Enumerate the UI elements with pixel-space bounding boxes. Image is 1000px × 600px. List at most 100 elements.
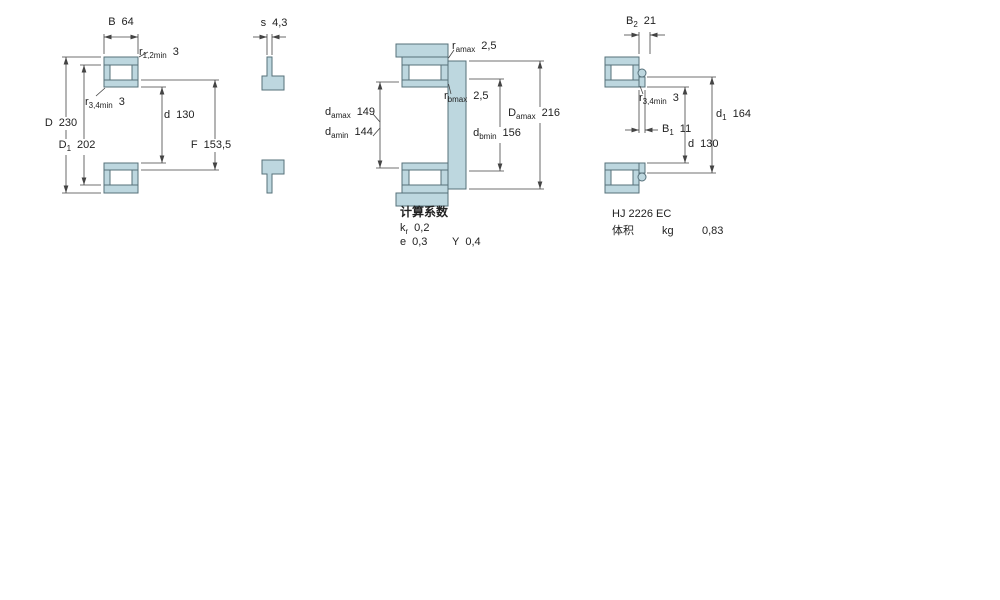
- leader-rbmax: [448, 83, 452, 95]
- mass-value: 0,83: [702, 225, 724, 237]
- housing-shoulder-top: [395, 43, 449, 58]
- roller-top: [109, 64, 133, 81]
- outer-ring-flange: [401, 169, 410, 186]
- dim-subscript: bmax: [447, 95, 468, 105]
- dim-symbol: d: [716, 108, 723, 120]
- hj-ring-flange-top: [638, 76, 646, 88]
- dim-value: 149: [356, 106, 376, 118]
- dim-value: 216: [541, 107, 560, 119]
- dimension-lines: [253, 34, 286, 55]
- dim-subscript: 1: [66, 144, 72, 154]
- dim-value: 3: [672, 92, 679, 104]
- outer-ring-flange: [131, 64, 139, 81]
- outer-ring-flange: [131, 169, 139, 186]
- roller-bottom: [109, 169, 133, 186]
- dim-value: 144: [354, 126, 373, 138]
- inner-ring-bottom: [604, 162, 640, 171]
- dim-label-d-hj: d 130: [688, 138, 718, 151]
- dim-symbol: d: [164, 109, 171, 121]
- dim-value: 153,5: [203, 139, 232, 151]
- mass-unit: kg: [662, 225, 674, 237]
- dim-label-D: D 230: [42, 117, 80, 130]
- dim-symbol: D: [44, 117, 53, 129]
- dim-subscript: amin: [331, 131, 349, 141]
- inner-ring-bottom: [103, 162, 139, 171]
- hj-ring-lip-bottom: [637, 172, 647, 182]
- dim-symbol: r: [639, 92, 643, 104]
- dim-subscript: 1: [669, 128, 674, 138]
- dim-value: 164: [732, 108, 751, 120]
- leader-r34: [95, 87, 106, 97]
- drawing-main-bearing-section: [62, 34, 219, 194]
- dim-subscript: 3,4min: [88, 101, 113, 111]
- angle-ring-bottom: [261, 159, 285, 194]
- factor-symbol: k: [400, 222, 406, 234]
- shaft-abutment-ring: [447, 60, 467, 190]
- dim-symbol: r: [452, 40, 456, 52]
- factor-value: 0,4: [465, 236, 481, 248]
- dim-value: 21: [643, 15, 657, 27]
- dim-label-Damax: Damax 216: [506, 107, 562, 124]
- mass-label: 体积: [612, 225, 634, 237]
- dim-symbol: B: [625, 15, 634, 27]
- dim-symbol: d: [473, 127, 480, 139]
- abutment-geometry: [395, 43, 467, 207]
- dim-value: 202: [77, 139, 96, 151]
- dim-symbol: r: [85, 96, 89, 108]
- leader-ramax: [448, 49, 455, 59]
- dim-value: 156: [502, 127, 521, 139]
- factor-subscript: r: [405, 227, 409, 237]
- dim-subscript: bmin: [479, 132, 497, 142]
- bearing-section-geometry: [103, 56, 139, 194]
- dim-value: 4,3: [272, 17, 288, 29]
- dim-symbol: B: [662, 123, 670, 135]
- leader-r12: [138, 51, 149, 58]
- dim-value: 64: [121, 16, 134, 28]
- inner-ring-bottom: [401, 162, 449, 171]
- hj-ring-flange-bottom: [638, 162, 646, 174]
- dim-value: 230: [58, 117, 78, 129]
- dim-subscript: amax: [331, 111, 351, 121]
- dim-subscript: amax: [516, 112, 536, 122]
- dim-symbol: D: [508, 107, 517, 119]
- dim-value: 130: [700, 138, 719, 150]
- dim-subscript: 3,4min: [642, 97, 667, 107]
- factor-kr: kr 0,2: [400, 222, 429, 238]
- dim-label-r34min-hj: r3,4min 3: [639, 92, 679, 108]
- hj-ring-lip-top: [637, 68, 647, 78]
- outer-ring-flange: [401, 64, 410, 81]
- dim-subscript: 1,2min: [142, 51, 167, 61]
- outer-ring-top: [103, 56, 139, 66]
- drawing-hj-ring-section: [604, 32, 716, 194]
- dimension-lines: [624, 32, 716, 174]
- factor-Y: Y 0,4: [452, 236, 481, 249]
- factor-symbol: Y: [452, 236, 460, 248]
- outer-ring-top: [401, 56, 449, 66]
- dim-symbol: d: [688, 138, 695, 150]
- dim-subscript: amax: [455, 45, 476, 55]
- factor-value: 0,2: [414, 222, 430, 234]
- outer-ring-bottom: [604, 184, 640, 194]
- dimension-lines: [372, 49, 544, 190]
- factors-title: 计算系数: [400, 205, 449, 219]
- outer-ring-flange: [103, 64, 111, 81]
- inner-ring-top: [103, 79, 139, 88]
- dim-symbol: r: [139, 46, 143, 58]
- inner-ring-top: [604, 79, 640, 88]
- angle-ring-top: [261, 56, 285, 91]
- product-designation: HJ 2226 EC: [612, 208, 672, 220]
- drawing-abutment-section: [372, 43, 544, 207]
- dim-value: 3: [172, 46, 179, 58]
